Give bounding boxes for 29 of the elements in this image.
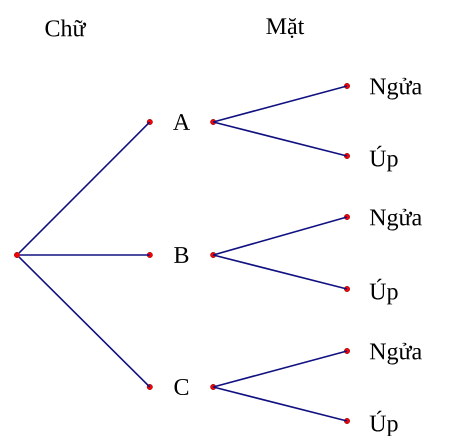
branch-line (20, 254, 150, 256)
node-label: Úp (370, 278, 398, 304)
labelled-point: Ngửa (344, 342, 422, 364)
branch-line (18, 256, 150, 388)
node-label: Ngửa (370, 342, 422, 364)
labelled-point: Ngửa (344, 208, 422, 230)
node-label: C (174, 378, 188, 396)
branch-line (213, 254, 348, 290)
branch-line (213, 121, 348, 157)
node-label: Ngửa (370, 78, 422, 100)
labelled-point: A (146, 114, 216, 130)
node-label: B (174, 247, 188, 263)
column-heading: Chữ (45, 20, 86, 36)
labelled-point: Úp (344, 278, 398, 304)
branch-line (213, 350, 348, 388)
node-label: A (173, 114, 190, 130)
node-label: Ngửa (370, 208, 422, 230)
node-label: Úp (370, 410, 398, 436)
labelled-point: Ngửa (344, 78, 422, 100)
column-heading: Mặt (266, 18, 304, 38)
labelled-point: B (146, 247, 216, 263)
node-label: Úp (370, 146, 398, 172)
labelled-point: Úp (344, 410, 398, 436)
branch-line (18, 121, 150, 254)
branch-line (212, 216, 348, 256)
branch-line (213, 386, 348, 422)
labelled-point: C (146, 378, 216, 396)
labelled-point: Úp (344, 146, 398, 172)
branch-line (213, 85, 348, 123)
